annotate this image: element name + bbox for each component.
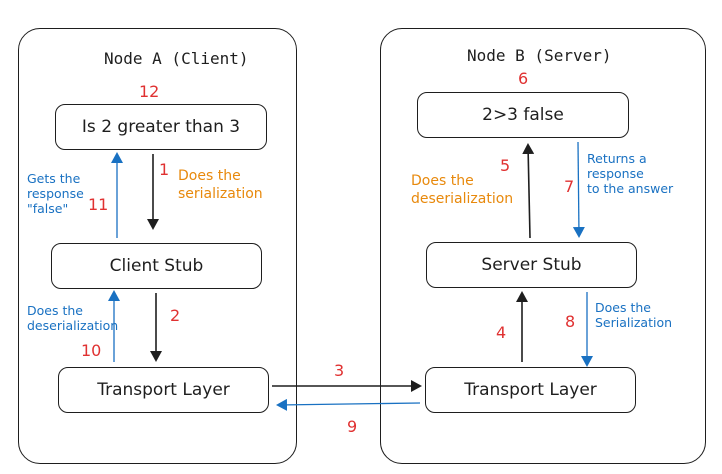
transport-layer-a-box: Transport Layer <box>58 367 269 413</box>
step-3-label: 3 <box>334 361 345 380</box>
note-gets-response: Gets the response "false" <box>27 171 84 216</box>
note-does-deserialization-a: Does the deserialization <box>27 303 119 333</box>
step-7-label: 7 <box>564 177 575 196</box>
step-8-label: 8 <box>565 312 576 331</box>
note-returns-response: Returns a response to the answer <box>587 151 674 196</box>
step-12-label: 12 <box>139 82 160 101</box>
node-a-title: Node A (Client) <box>104 49 249 68</box>
client-stub-box: Client Stub <box>51 243 262 289</box>
arrow-step-5 <box>522 143 535 239</box>
server-stub-box: Server Stub <box>426 242 637 288</box>
step-5-label: 5 <box>500 156 511 175</box>
step-1-label: 1 <box>159 160 170 179</box>
note-does-serialization-b: Does the Serialization <box>595 300 673 330</box>
node-b-frame <box>380 28 706 464</box>
note-does-serialization: Does the serialization <box>178 168 263 202</box>
arrow-step-7 <box>572 141 585 238</box>
step-9-label: 9 <box>347 417 358 436</box>
answer-box: 2>3 false <box>417 92 629 138</box>
note-does-deserialization-b: Does the deserialization <box>411 173 514 207</box>
step-10-label: 10 <box>81 341 102 360</box>
node-b-title: Node B (Server) <box>467 46 612 65</box>
step-2-label: 2 <box>170 306 181 325</box>
question-box: Is 2 greater than 3 <box>55 104 267 150</box>
step-11-label: 11 <box>88 195 109 214</box>
step-6-label: 6 <box>518 69 529 88</box>
arrow-step-9 <box>276 398 421 411</box>
transport-layer-b-box: Transport Layer <box>425 367 636 413</box>
step-4-label: 4 <box>496 323 507 342</box>
node-a-frame <box>18 28 297 464</box>
